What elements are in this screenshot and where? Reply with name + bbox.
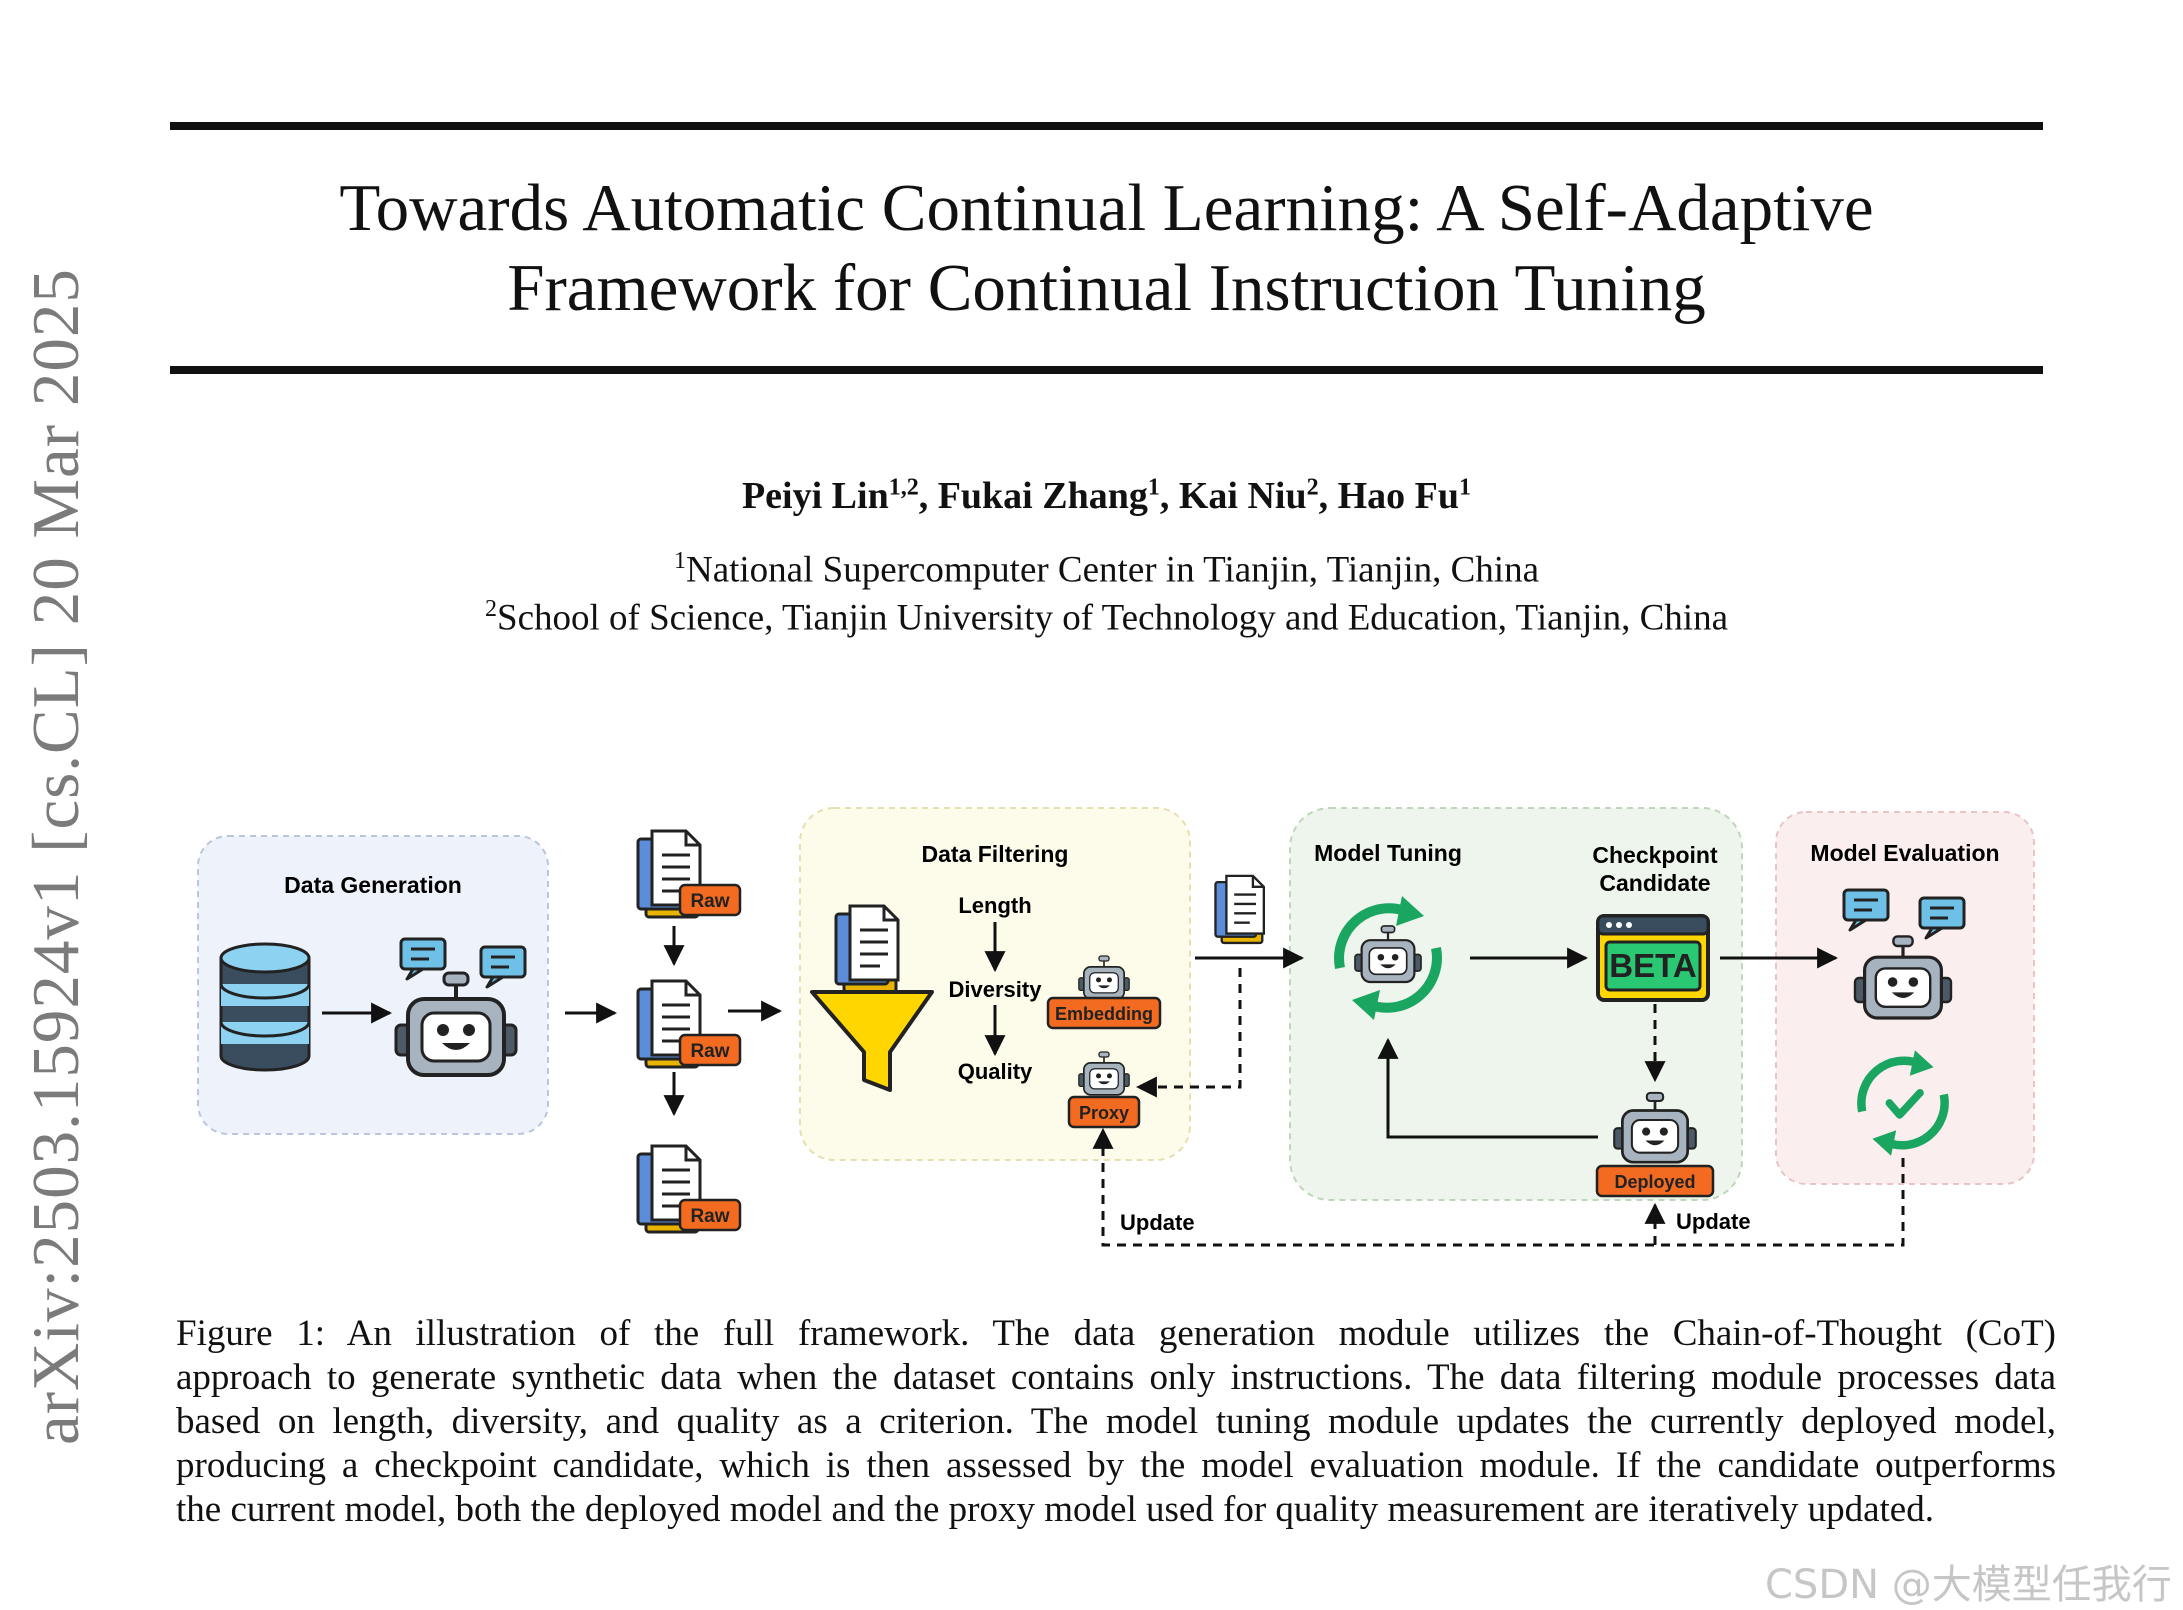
affiliation-1: 1National Supercomputer Center in Tianji… [673, 548, 1540, 591]
svg-text:BETA: BETA [1609, 947, 1696, 984]
update-label-left: Update [1120, 1210, 1195, 1235]
caption-line: producing a checkpoint candidate, which … [176, 1445, 2056, 1486]
embedding-tag [1046, 996, 1162, 1030]
svg-text:Raw: Raw [690, 1041, 729, 1062]
raw-tag [678, 1033, 742, 1067]
author-list: Peiyi Lin1,2, Fukai Zhang1, Kai Niu2, Ha… [741, 474, 1472, 517]
author: Kai Niu2 [1178, 474, 1319, 517]
criterion-quality: Quality [958, 1059, 1033, 1084]
figure-caption: Figure 1: An illustration of the full fr… [176, 1312, 2056, 1532]
database-icon [219, 942, 311, 1072]
svg-text:Proxy: Proxy [1079, 1103, 1129, 1123]
svg-text:Deployed: Deployed [1614, 1172, 1695, 1192]
document-icon [834, 904, 900, 994]
document-icon [1214, 874, 1266, 945]
caption-line: the current model, both the deployed mod… [176, 1489, 1934, 1530]
caption-line: approach to generate synthetic data when… [176, 1357, 2056, 1398]
raw-tag [678, 883, 742, 917]
data-generation-title: Data Generation [284, 872, 462, 898]
model-tuning-title: Model Tuning [1314, 840, 1462, 866]
criterion-diversity: Diversity [949, 977, 1043, 1002]
checkpoint-title-1: Checkpoint [1592, 842, 1718, 868]
title-bottom-rule [170, 366, 2043, 374]
raw-tag [678, 1198, 742, 1232]
beta-checkpoint-icon: BETA [1596, 914, 1710, 1002]
title-line-2: Framework for Continual Instruction Tuni… [507, 251, 1706, 325]
svg-text:Embedding: Embedding [1055, 1004, 1153, 1024]
author: Fukai Zhang1 [937, 474, 1160, 517]
paper-title: Towards Automatic Continual Learning: A … [170, 168, 2043, 328]
proxy-feedback-arrow [1135, 968, 1242, 1098]
check-cycle-icon [1861, 1050, 1944, 1155]
watermark: CSDN @大模型任我行 [1765, 1562, 2172, 1608]
title-top-rule [170, 122, 2043, 130]
proxy-tag [1067, 1095, 1141, 1129]
data-filtering-title: Data Filtering [922, 841, 1069, 867]
deployed-tag [1595, 1164, 1715, 1198]
funnel-icon [810, 990, 934, 1092]
framework-figure: Data Generation Data Filtering Model Tun… [197, 807, 2035, 1247]
svg-text:Raw: Raw [690, 1206, 729, 1227]
update-label-right: Update [1676, 1209, 1751, 1234]
criterion-length: Length [958, 893, 1031, 918]
author: Hao Fu1 [1337, 474, 1472, 517]
caption-line: Figure 1: An illustration of the full fr… [176, 1313, 2056, 1354]
model-evaluation-title: Model Evaluation [1810, 840, 1999, 866]
caption-line: based on length, diversity, and quality … [176, 1401, 2056, 1442]
svg-text:Raw: Raw [690, 891, 729, 912]
affiliation-2: 2School of Science, Tianjin University o… [485, 596, 1728, 639]
checkpoint-title-2: Candidate [1599, 870, 1710, 896]
update-loop-arrow [1092, 1127, 1905, 1247]
author: Peiyi Lin1,2 [741, 474, 919, 517]
title-line-1: Towards Automatic Continual Learning: A … [339, 171, 1874, 245]
deployed-feedback-arrow [1377, 1037, 1598, 1139]
